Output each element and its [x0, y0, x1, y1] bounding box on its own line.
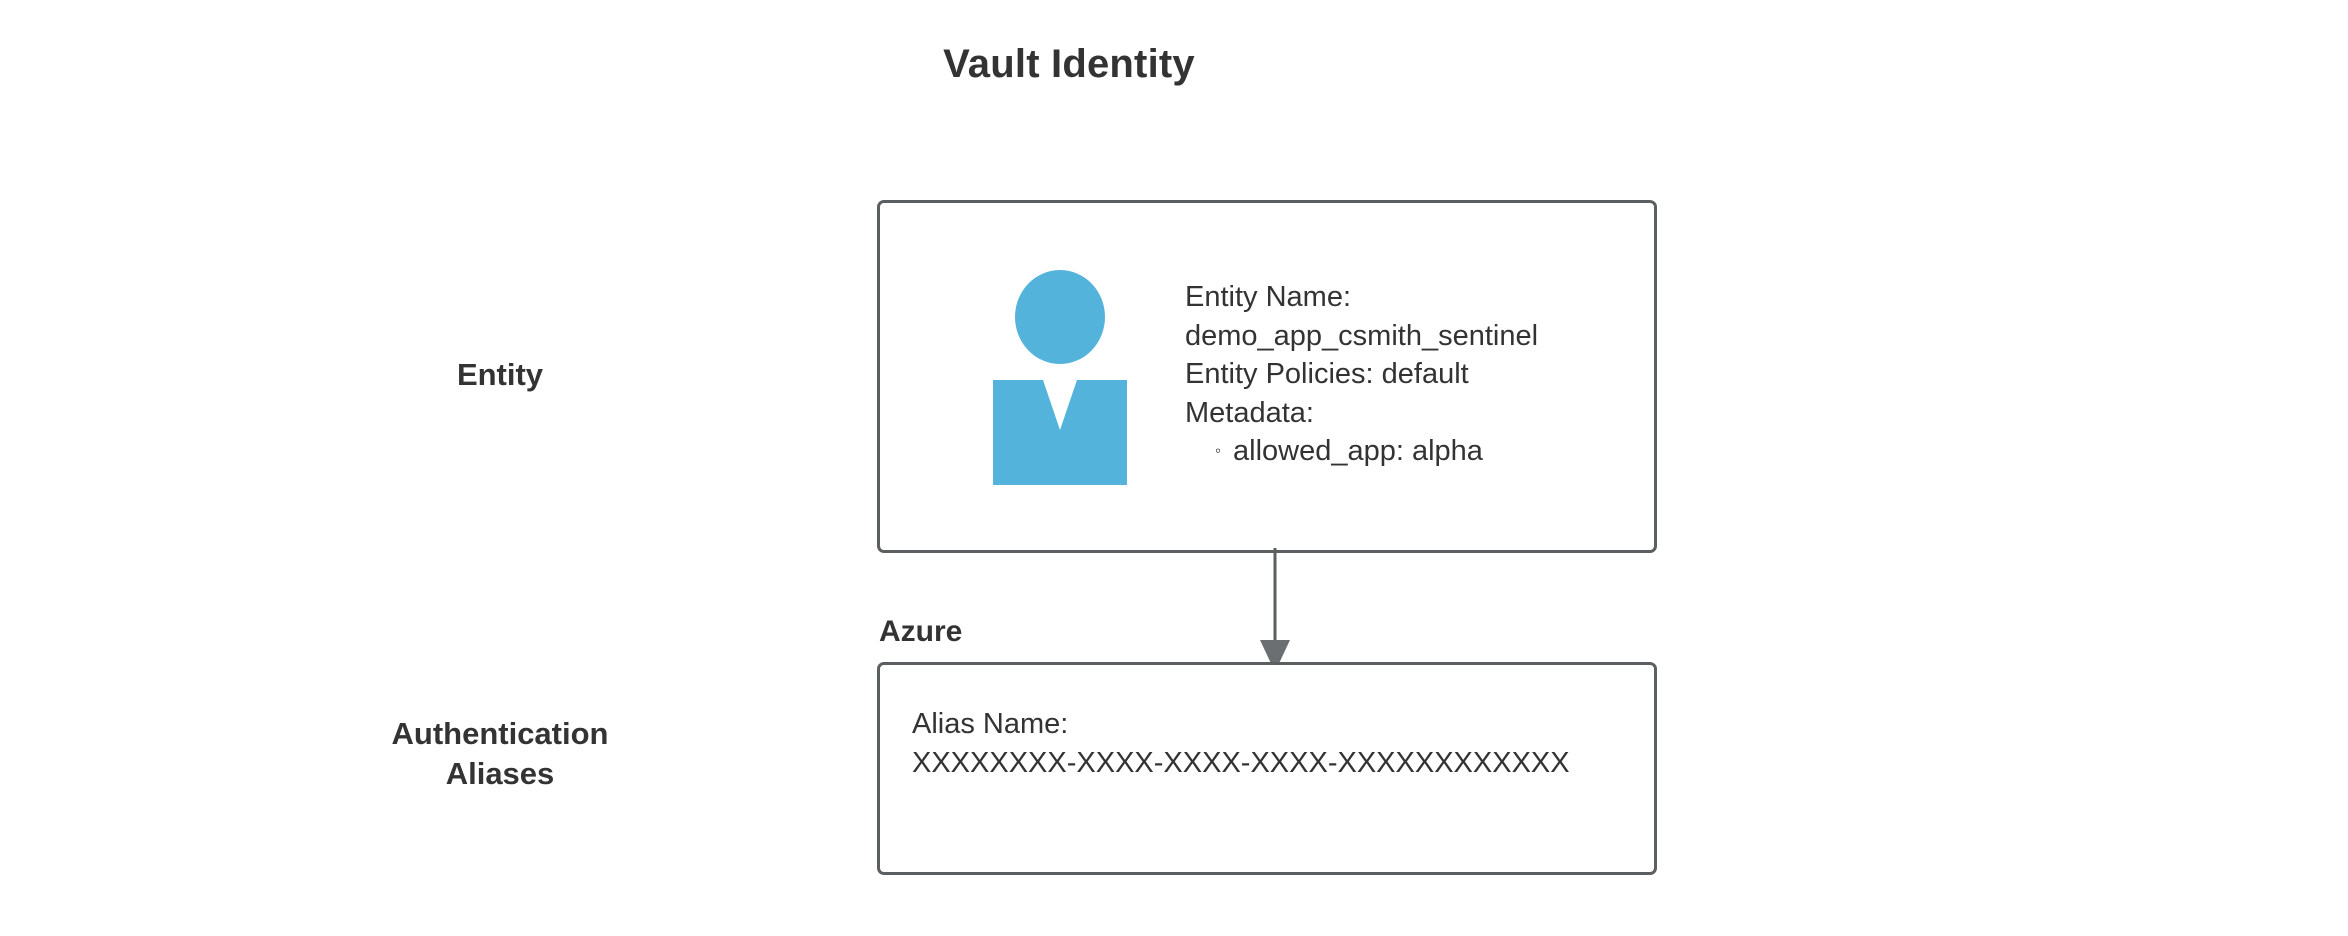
- row-label-aliases-line2: Aliases: [445, 755, 555, 791]
- connector-arrow-entity-to-alias: [1260, 548, 1290, 672]
- page-title-text: Vault Identity: [943, 42, 1195, 86]
- alias-name-value: XXXXXXXX-XXXX-XXXX-XXXX-XXXXXXXXXXXX: [912, 747, 1570, 779]
- page-title: Vault Identity: [0, 42, 2348, 87]
- entity-metadata-label: Metadata:: [1185, 396, 1314, 429]
- entity-metadata-item-text: allowed_app: alpha: [1233, 435, 1483, 467]
- row-label-authentication-aliases: Authentication Aliases: [300, 714, 700, 793]
- person-icon: [993, 270, 1127, 485]
- entity-policies: Entity Policies: default: [1185, 358, 1469, 390]
- row-label-aliases-line1: Authentication: [391, 716, 609, 751]
- entity-metadata-list: ◦ allowed_app: alpha: [1185, 432, 1538, 471]
- list-item: ◦ allowed_app: alpha: [1185, 432, 1538, 471]
- entity-name-label: Entity Name:: [1185, 281, 1351, 313]
- alias-name-label: Alias Name:: [912, 708, 1069, 740]
- alias-details-text: Alias Name: XXXXXXXX-XXXX-XXXX-XXXX-XXXX…: [912, 705, 1570, 783]
- row-label-entity: Entity: [456, 357, 544, 392]
- entity-details-text: Entity Name: demo_app_csmith_sentinel En…: [1185, 278, 1538, 471]
- entity-node-content: Entity Name: demo_app_csmith_sentinel En…: [880, 203, 1654, 550]
- entity-name-value: demo_app_csmith_sentinel: [1185, 319, 1539, 352]
- entity-node-box[interactable]: Entity Name: demo_app_csmith_sentinel En…: [877, 200, 1657, 553]
- auth-method-label: Azure: [879, 615, 963, 648]
- bullet-circle-icon: ◦: [1215, 441, 1222, 460]
- alias-node-box[interactable]: Alias Name: XXXXXXXX-XXXX-XXXX-XXXX-XXXX…: [877, 662, 1657, 875]
